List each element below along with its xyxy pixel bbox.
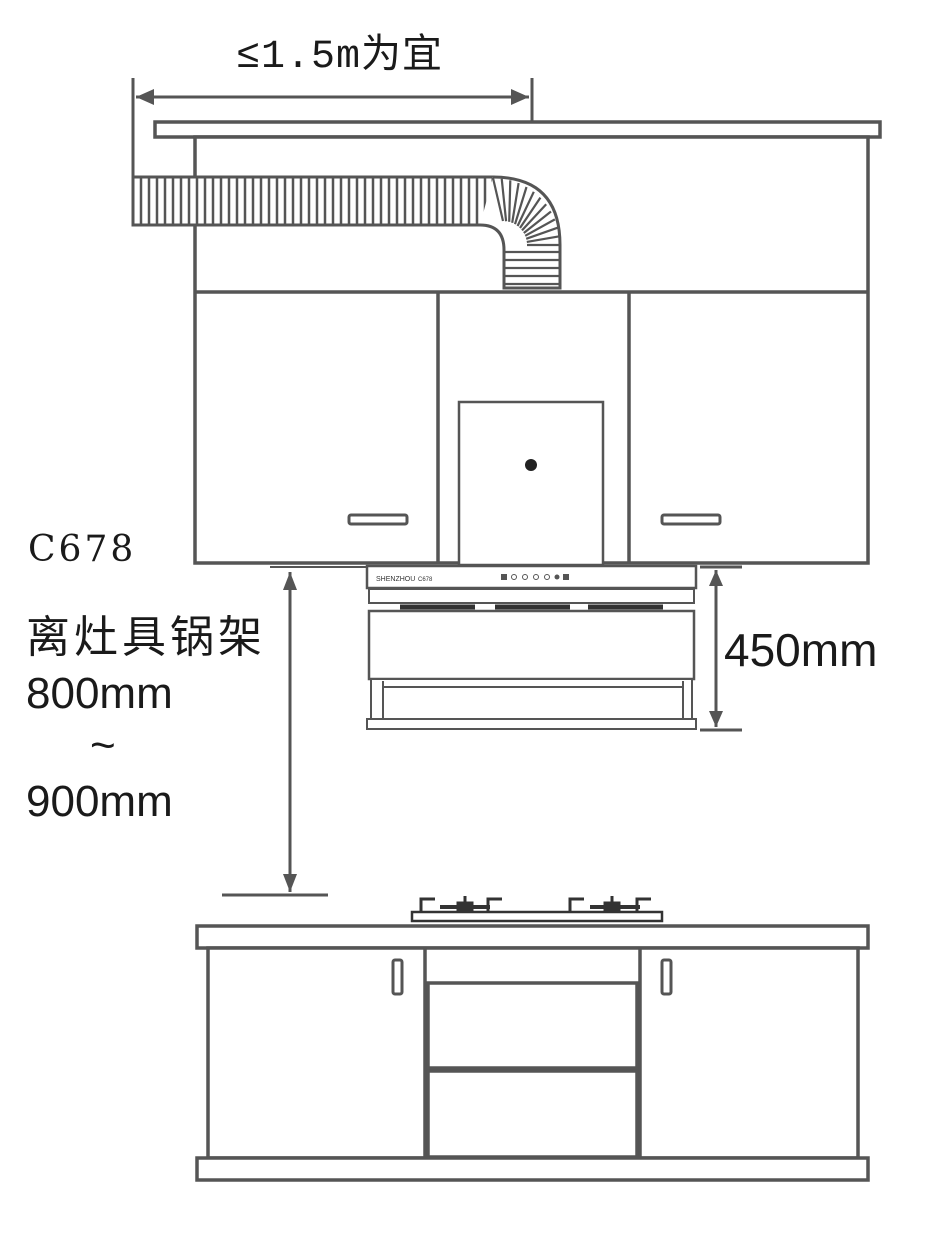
height-caption: 离灶具锅架: [26, 612, 266, 663]
right-burner-grate: [568, 896, 651, 913]
height-max-value: 900mm: [26, 777, 173, 826]
lower-right-handle: [660, 958, 673, 996]
hood-chimney: [457, 400, 605, 567]
height-min-value: 800mm: [26, 669, 173, 718]
hood-light-button[interactable]: [544, 574, 550, 580]
elbow-rib: [521, 203, 548, 232]
elbow-rib: [516, 191, 535, 227]
duct-length-label: ≤1.5m为宜: [236, 35, 444, 80]
elbow-rib: [523, 210, 552, 234]
ceiling-slab: [153, 120, 882, 139]
elbow-rib: [519, 196, 542, 229]
elbow-rib: [513, 186, 528, 225]
hood-speed-low-button[interactable]: [511, 574, 517, 580]
model-label: C678: [28, 529, 137, 570]
elbow-rib: [525, 226, 559, 240]
upper-left-handle: [347, 513, 409, 526]
hood-power-button[interactable]: [501, 574, 507, 580]
base-plinth: [195, 1156, 870, 1182]
elbow-rib: [526, 235, 560, 243]
left-burner-grate: [419, 896, 502, 913]
height-range-separator: ~: [90, 721, 116, 770]
upper-drawer: [426, 981, 639, 1070]
hood-timer-button[interactable]: [554, 574, 560, 580]
hood-model-text: C678: [418, 577, 433, 583]
hood-control-panel: SHENZHOU C678: [376, 574, 569, 583]
base-cabinet: [195, 924, 870, 1182]
range-hood: [365, 564, 698, 730]
upper-right-handle: [660, 513, 722, 526]
hood-height-dimension: [700, 565, 742, 732]
hood-display-icon: [563, 574, 569, 580]
elbow-rib: [500, 178, 508, 222]
lower-left-handle: [391, 958, 404, 996]
hood-height-value: 450mm: [724, 624, 878, 676]
duct-outlet-icon: [525, 459, 537, 471]
gas-stove: [410, 896, 664, 923]
elbow-rib: [508, 180, 512, 222]
elbow-rib: [524, 218, 556, 237]
install-height-dimension: [222, 566, 368, 897]
elbow-rib: [491, 177, 505, 222]
hood-brand-text: SHENZHOU: [376, 576, 415, 583]
elbow-rib: [511, 182, 520, 223]
countertop: [195, 924, 870, 950]
hood-speed-mid-button[interactable]: [522, 574, 528, 580]
exhaust-duct: [131, 175, 562, 290]
hood-speed-high-button[interactable]: [533, 574, 539, 580]
